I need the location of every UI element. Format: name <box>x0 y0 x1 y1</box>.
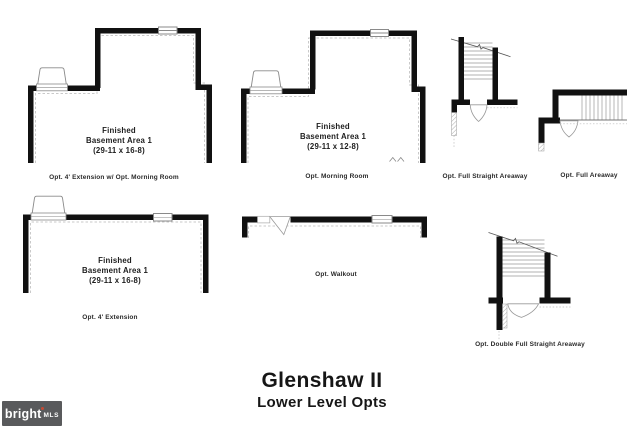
page-title: Glenshaw II <box>261 369 383 392</box>
stair-treads <box>581 95 623 120</box>
grade-break-line <box>488 232 558 257</box>
door-icon <box>469 104 488 123</box>
plan-extension-morning-label: Finished Basement Area 1 (29-11 x 16-8) <box>39 126 199 156</box>
logo-dot-icon <box>40 406 44 410</box>
window-icon <box>158 26 178 35</box>
label-line: (29-11 x 16-8) <box>93 145 145 155</box>
plan-extension-drawing <box>23 195 209 293</box>
window-icon <box>153 213 173 222</box>
window-icon <box>371 215 393 224</box>
plan-walkout-drawing <box>242 215 427 238</box>
break-marks-icon <box>389 156 405 162</box>
door-icon <box>559 120 579 138</box>
stair-full-areaway-caption: Opt. Full Areaway <box>560 172 618 179</box>
window-well-icon <box>30 195 67 221</box>
plan-extension-morning-caption: Opt. 4' Extension w/ Opt. Morning Room <box>49 174 179 181</box>
brightmls-logo-brand: bright <box>4 406 44 421</box>
plan-walkout-caption: Opt. Walkout <box>315 271 357 278</box>
label-line: Basement Area 1 <box>82 265 148 275</box>
plan-morning-caption: Opt. Morning Room <box>305 173 369 180</box>
label-line: (29-11 x 16-8) <box>89 275 141 285</box>
label-line: Finished <box>102 126 136 135</box>
label-line: Finished <box>316 122 350 131</box>
label-line: Basement Area 1 <box>300 131 366 141</box>
label-line: (29-11 x 12-8) <box>307 141 359 151</box>
door-icon <box>257 215 291 236</box>
door-icon <box>507 303 540 318</box>
plan-extension-caption: Opt. 4' Extension <box>82 314 138 321</box>
plan-morning-room-drawing <box>241 29 426 163</box>
window-icon <box>370 29 389 37</box>
stair-treads <box>502 239 545 277</box>
label-line: Basement Area 1 <box>86 135 152 145</box>
stair-double-caption: Opt. Double Full Straight Areaway <box>475 341 585 348</box>
plan-extension-morning-drawing <box>28 26 212 163</box>
stair-full-areaway-drawing <box>538 89 627 152</box>
stair-double-full-straight-areaway-drawing <box>488 232 571 340</box>
grade-break-line <box>450 38 511 58</box>
label-line: Finished <box>98 256 132 265</box>
plan-morning-label: Finished Basement Area 1 (29-11 x 12-8) <box>253 122 413 152</box>
stair-full-straight-caption: Opt. Full Straight Areaway <box>442 173 528 180</box>
window-well-icon <box>36 67 68 92</box>
plan-extension-label: Finished Basement Area 1 (29-11 x 16-8) <box>35 256 195 286</box>
stair-treads <box>464 42 493 80</box>
brightmls-logo-suffix: MLS <box>43 412 60 419</box>
page-subtitle: Lower Level Opts <box>257 394 387 411</box>
brightmls-logo: bright MLS <box>2 401 62 426</box>
stair-full-straight-areaway-drawing <box>450 37 518 147</box>
window-well-icon <box>249 70 283 95</box>
